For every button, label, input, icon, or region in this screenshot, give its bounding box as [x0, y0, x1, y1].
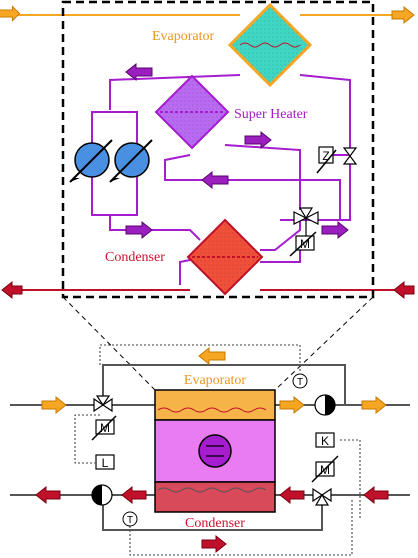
- t-label-left: T: [127, 515, 133, 526]
- condenser-label-top: Condenser: [105, 250, 165, 265]
- compressor-icon: [198, 434, 232, 468]
- orange-flow-arrow-right: [391, 5, 415, 25]
- bottom-valve-right: K M: [311, 432, 339, 506]
- red-flow-arrow-right: [393, 280, 415, 300]
- m-label-top: M: [300, 237, 310, 251]
- orange-flow-arrow-left: [0, 5, 21, 22]
- z-control-valve: Z: [316, 146, 358, 174]
- zoom-line-left: [62, 296, 156, 391]
- zoom-line-right: [274, 296, 374, 391]
- evaporator-label-top: Evaporator: [152, 29, 215, 44]
- refrigerant-loop: [91, 74, 351, 285]
- pump-1: [69, 139, 113, 183]
- zoom-frame: [61, 0, 375, 299]
- purple-arrow-right-low: [125, 220, 153, 240]
- bottom-exchanger-stack: [154, 389, 276, 513]
- purple-arrow-left-mid: [201, 170, 229, 190]
- evaporator-fluid-line: [0, 5, 415, 25]
- bottom-valve-left: M L: [91, 395, 117, 470]
- condenser-label-bottom: Condenser: [185, 516, 245, 531]
- three-way-valve-top: M: [289, 207, 319, 257]
- evaporator-label-bottom: Evaporator: [184, 373, 247, 388]
- bottom-orange-arrows: [41, 346, 387, 415]
- red-flow-arrow-left: [1, 280, 23, 300]
- k-label: K: [321, 434, 329, 448]
- bottom-pump-left: T: [91, 484, 138, 527]
- bottom-red-arrows: [35, 485, 389, 554]
- superheater-label: Super Heater: [234, 107, 308, 122]
- z-label: Z: [322, 149, 329, 163]
- t-label-right: T: [297, 377, 303, 388]
- purple-flow-arrows: [125, 62, 349, 240]
- condenser-heat-exchanger: [186, 218, 264, 296]
- purple-arrow-right-valve: [321, 220, 349, 240]
- purple-arrow-left-top: [125, 62, 153, 82]
- bottom-pump-right: T: [292, 373, 336, 416]
- l-label: L: [102, 456, 109, 470]
- purple-arrow-right-mid: [244, 130, 272, 150]
- evaporator-heat-exchanger: [227, 2, 313, 88]
- superheater-heat-exchanger: [154, 74, 230, 150]
- condenser-fluid-line: [1, 280, 415, 300]
- pump-2: [109, 139, 153, 183]
